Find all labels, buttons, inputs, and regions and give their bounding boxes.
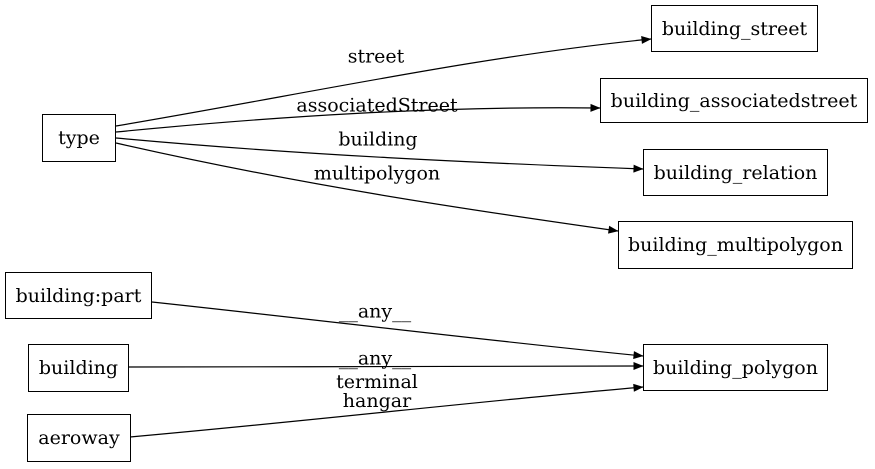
- node-building-associatedstreet-label: building_associatedstreet: [610, 89, 858, 112]
- edge-label-terminal-hangar: terminal hangar: [336, 371, 418, 412]
- node-aeroway: aeroway: [27, 414, 131, 462]
- node-building-part: building:part: [5, 272, 152, 319]
- node-building-multipolygon-label: building_multipolygon: [628, 234, 843, 256]
- node-building-polygon: building_polygon: [643, 344, 828, 391]
- node-building-label: building: [38, 357, 119, 379]
- node-type: type: [42, 114, 116, 162]
- edge-aeroway-building-polygon: [129, 383, 644, 438]
- node-building-polygon-label: building_polygon: [653, 356, 818, 379]
- edge-buildingpart-building-polygon: [151, 301, 644, 360]
- edge-label-any-building: __any__: [338, 347, 412, 370]
- node-building-relation: building_relation: [643, 149, 828, 196]
- edge-building-building-polygon: [128, 362, 644, 371]
- edge-label-associatedstreet: associatedStreet: [296, 94, 458, 117]
- edge-type-building-street: [115, 35, 652, 127]
- node-building: building: [28, 344, 129, 392]
- node-building-street: building_street: [651, 5, 818, 52]
- node-aeroway-label: aeroway: [38, 427, 120, 449]
- edge-label-street: street: [347, 45, 405, 68]
- edge-type-building-relation: [115, 137, 644, 173]
- edge-type-building-multipolygon: [115, 142, 619, 234]
- node-building-multipolygon: building_multipolygon: [618, 221, 853, 269]
- node-building-relation-label: building_relation: [653, 161, 818, 184]
- node-type-label: type: [58, 127, 100, 149]
- node-building-part-label: building:part: [15, 284, 142, 307]
- node-building-street-label: building_street: [661, 17, 808, 40]
- node-building-associatedstreet: building_associatedstreet: [600, 78, 868, 123]
- edge-label-multipolygon: multipolygon: [313, 162, 441, 185]
- edge-label-any-buildingpart: __any__: [338, 300, 412, 323]
- edge-type-building-associatedstreet: [115, 103, 601, 133]
- edge-label-building: building: [338, 128, 418, 151]
